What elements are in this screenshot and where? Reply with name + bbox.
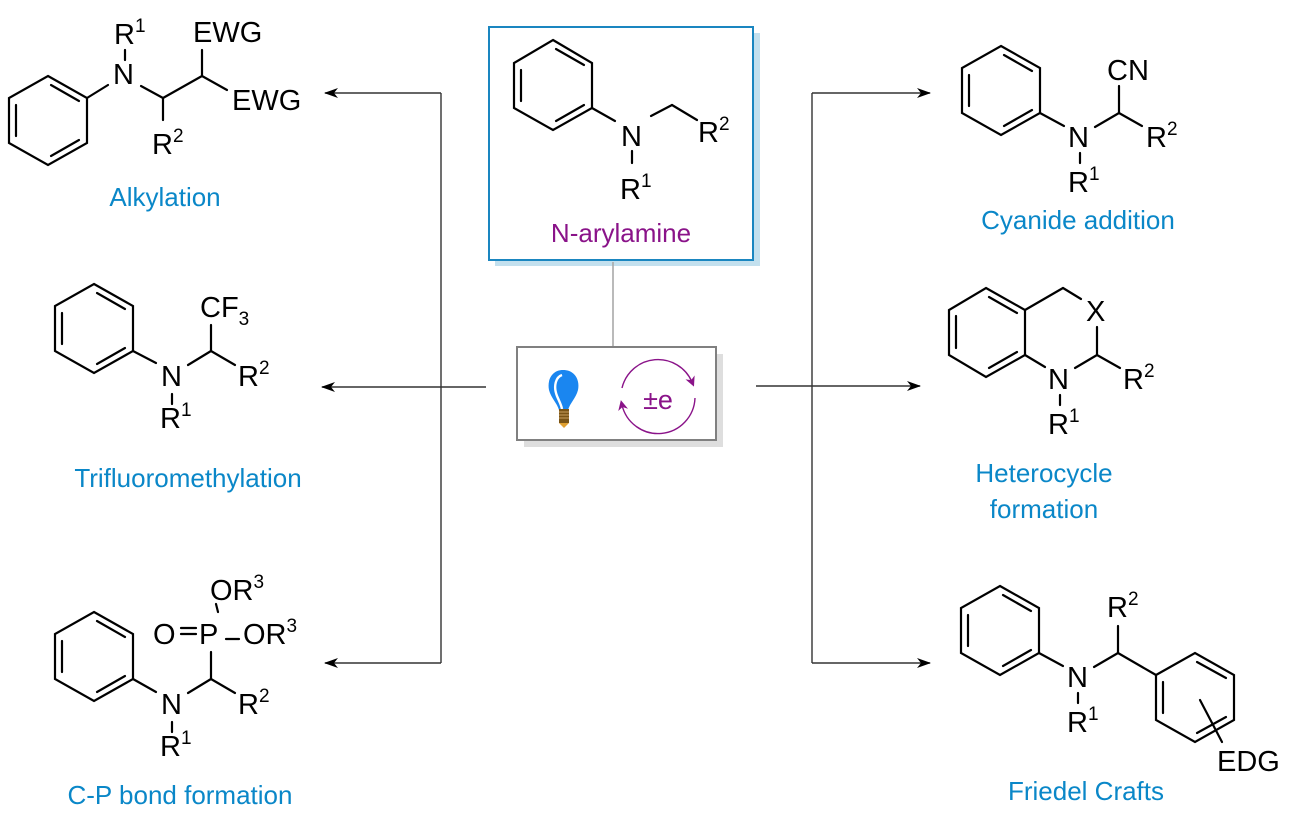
atom-N: N xyxy=(113,59,134,91)
substrate-label: N-arylamine xyxy=(551,218,691,248)
left-arrows xyxy=(321,88,486,668)
label-friedel-crafts: Friedel Crafts xyxy=(1008,776,1164,806)
atom-P: P xyxy=(199,619,218,651)
product-heterocycle-formation: X N R2 R1 Heterocycle formation xyxy=(947,286,1155,524)
substrate-structure: N R2 R1 xyxy=(512,38,730,206)
product-cyanide-addition: N CN R2 R1 Cyanide addition xyxy=(960,44,1178,235)
benzene-ring xyxy=(959,584,1041,677)
atom-R2: R2 xyxy=(1123,361,1155,396)
label-cp-bond-formation: C-P bond formation xyxy=(68,780,293,810)
atom-CN: CN xyxy=(1107,55,1149,87)
atom-EDG: EDG xyxy=(1217,746,1280,778)
lightbulb-icon xyxy=(548,370,579,428)
benzene-ring-2 xyxy=(1154,651,1236,744)
atom-R1: R1 xyxy=(160,728,192,763)
atom-R2: R2 xyxy=(698,114,730,149)
atom-R1: R1 xyxy=(1067,704,1099,739)
benzene-ring xyxy=(53,610,135,703)
atom-R2: R2 xyxy=(238,358,270,393)
benzene-ring xyxy=(947,286,1027,379)
atom-EWG-top: EWG xyxy=(193,17,262,49)
benzene-ring xyxy=(960,44,1042,137)
atom-N: N xyxy=(1048,364,1069,396)
atom-EWG-right: EWG xyxy=(232,85,301,117)
atom-R2: R2 xyxy=(152,126,184,161)
atom-N: N xyxy=(161,689,182,721)
label-heterocycle-line1: Heterocycle xyxy=(975,458,1112,488)
product-friedel-crafts: N R2 R1 EDG Friedel Crafts xyxy=(959,584,1280,806)
benzene-ring xyxy=(512,38,594,132)
atom-R2: R2 xyxy=(1107,589,1139,624)
product-cp-bond-formation: O P OR3 OR3 N R2 R1 C-P bond formation xyxy=(53,572,297,810)
atom-R2: R2 xyxy=(1146,119,1178,154)
catalyst-box-border xyxy=(516,346,717,441)
atom-R2: R2 xyxy=(238,686,270,721)
electron-transfer-text: ±e xyxy=(643,385,673,415)
atom-OR3-top: OR3 xyxy=(210,572,264,607)
label-cyanide-addition: Cyanide addition xyxy=(981,205,1175,235)
electron-transfer-cycle-icon: ±e xyxy=(618,358,696,435)
substrate-box-border xyxy=(488,26,754,261)
benzene-ring xyxy=(53,282,135,375)
atom-OR3-right: OR3 xyxy=(243,616,297,651)
label-trifluoromethylation: Trifluoromethylation xyxy=(74,463,301,493)
atom-N: N xyxy=(161,361,182,393)
right-arrows xyxy=(756,88,931,668)
product-trifluoromethylation: N CF3 R2 R1 Trifluoromethylation xyxy=(53,282,302,493)
atom-R1: R1 xyxy=(1068,164,1100,199)
atom-R1: R1 xyxy=(160,400,192,435)
atom-N: N xyxy=(621,121,642,153)
label-heterocycle-line2: formation xyxy=(990,494,1098,524)
benzene-ring xyxy=(7,74,89,167)
atom-R1: R1 xyxy=(1048,406,1080,441)
atom-R1: R1 xyxy=(620,171,652,206)
product-alkylation: N R1 EWG EWG R2 Alkylation xyxy=(7,16,301,212)
atom-X: X xyxy=(1086,296,1105,328)
catalyst-box: ±e xyxy=(516,346,723,447)
atom-O-double: O xyxy=(153,619,176,651)
label-alkylation: Alkylation xyxy=(109,182,220,212)
atom-N: N xyxy=(1068,122,1089,154)
atom-R1: R1 xyxy=(114,16,146,51)
atom-N: N xyxy=(1067,662,1088,694)
atom-CF3: CF3 xyxy=(200,292,249,330)
substrate-box: N R2 R1 N-arylamine xyxy=(488,26,760,266)
